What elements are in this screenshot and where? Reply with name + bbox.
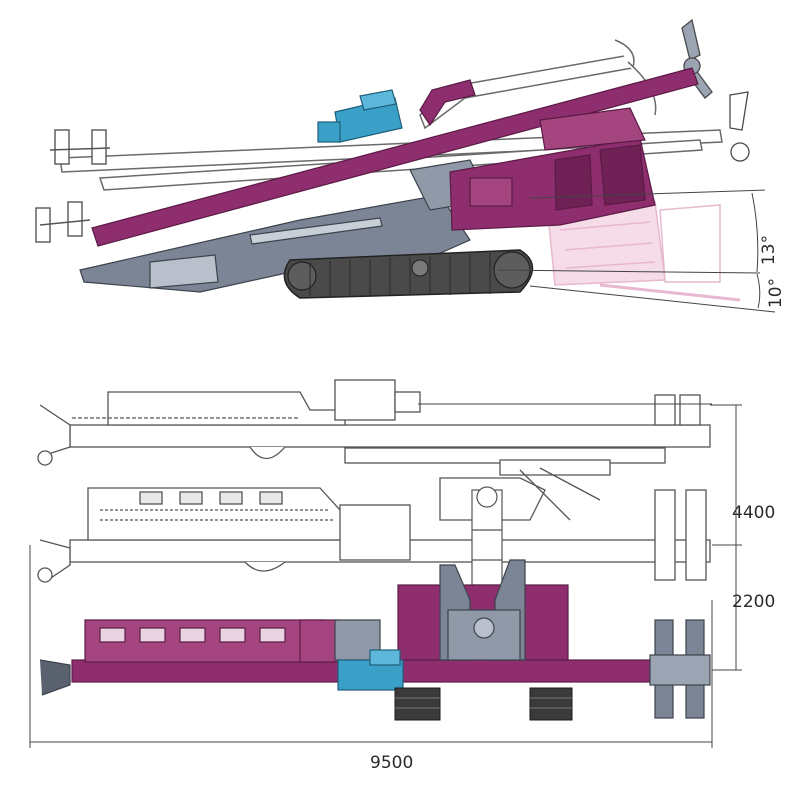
plan-upper-mast xyxy=(37,379,711,466)
dimension-lines xyxy=(29,403,742,748)
side-view: 13° 10° xyxy=(35,18,786,313)
plan-tracks xyxy=(394,687,573,721)
plan-view: 4400 2200 9500 xyxy=(29,379,775,773)
dimension-height-upper: 4400 xyxy=(732,503,775,523)
angle-lower-label: 10° xyxy=(766,278,786,308)
plan-middle-mast xyxy=(37,459,711,583)
plan-rear-clamps xyxy=(39,619,711,719)
plan-carrier xyxy=(71,584,658,683)
front-clamps xyxy=(35,129,111,243)
feed-beam xyxy=(91,67,699,247)
power-pack xyxy=(449,107,656,231)
dimension-overall-length: 9500 xyxy=(370,753,413,773)
crawler-track xyxy=(283,249,534,299)
rotary-head xyxy=(317,89,403,143)
rear-rotator xyxy=(681,18,750,162)
plan-column xyxy=(471,486,503,586)
dimension-height-lower: 2200 xyxy=(732,592,775,612)
angle-upper-label: 13° xyxy=(759,235,779,265)
plan-rotary-head xyxy=(337,649,404,691)
angle-lines xyxy=(497,189,776,313)
ghost-lowered-position xyxy=(547,201,741,302)
